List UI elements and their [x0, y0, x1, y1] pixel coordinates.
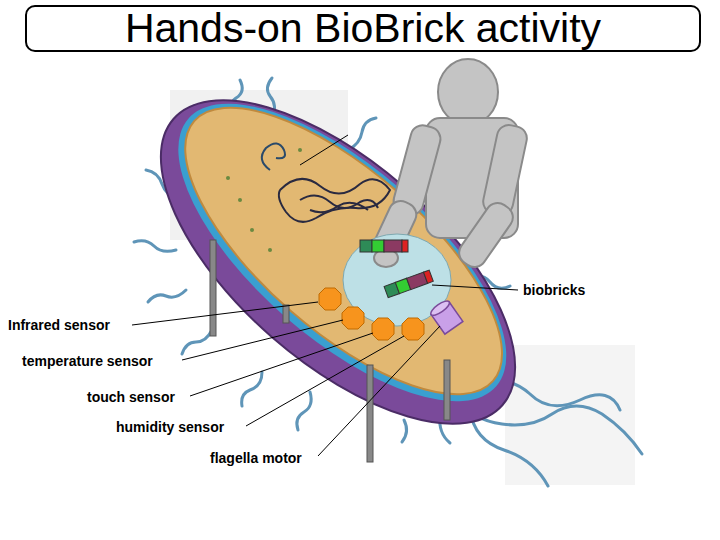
title-frame: Hands-on BioBrick activity — [25, 5, 701, 52]
title-text: Hands-on BioBrick activity — [125, 8, 601, 49]
chromosome — [279, 179, 390, 222]
forearm — [454, 198, 517, 271]
dna-loop — [279, 179, 390, 222]
flagellum — [182, 330, 212, 354]
flagellum — [348, 118, 376, 150]
motor — [429, 299, 463, 335]
post — [367, 365, 373, 462]
leader-line — [300, 135, 348, 165]
leader-line — [190, 333, 373, 396]
cytoplasm — [142, 61, 546, 442]
sensor-label: touch sensor — [87, 390, 175, 404]
part-label: biobricks — [523, 283, 585, 297]
biobrick — [384, 270, 433, 298]
sensor-octagon — [402, 318, 424, 340]
ribosomes — [226, 148, 362, 252]
ribosome — [226, 176, 230, 180]
ribosome — [268, 248, 272, 252]
ribosome — [250, 228, 254, 232]
sensor-label: temperature sensor — [22, 354, 153, 368]
post — [283, 305, 289, 323]
sensor-octagon — [342, 307, 364, 329]
post — [444, 360, 450, 420]
leader-line — [182, 320, 343, 360]
post — [210, 240, 216, 336]
plasmid — [262, 143, 285, 170]
sensor-label: humidity sensor — [116, 420, 224, 434]
brick-part — [424, 270, 434, 283]
ribosome — [298, 148, 302, 152]
image-backdrop — [505, 345, 635, 485]
flagellum — [470, 410, 548, 486]
leader-line — [432, 285, 518, 290]
brick-part — [402, 240, 408, 252]
brick-part — [384, 240, 402, 252]
outer-membrane — [108, 44, 568, 481]
leader-line — [246, 336, 404, 426]
leader-line — [318, 326, 440, 456]
ribosome — [238, 198, 242, 202]
brick-part — [360, 240, 372, 252]
biobrick — [360, 240, 408, 252]
sensor-octagon — [372, 318, 394, 340]
sensor-label: flagella motor — [210, 451, 302, 465]
sensors — [319, 288, 424, 340]
dna-loop — [310, 203, 368, 212]
person-figure — [367, 59, 529, 272]
sensor-label: Infrared sensor — [8, 318, 110, 332]
flagellum — [402, 420, 407, 442]
brick-part — [372, 240, 384, 252]
flagellum — [134, 241, 176, 252]
leader-line — [132, 302, 318, 325]
bacterium — [108, 44, 568, 481]
cell-wall — [132, 54, 553, 451]
head — [438, 59, 498, 125]
flagellum — [297, 392, 311, 430]
motor-cap — [429, 299, 452, 318]
sensor-octagon — [319, 288, 341, 310]
arm — [481, 123, 529, 217]
flagellum — [148, 290, 186, 302]
